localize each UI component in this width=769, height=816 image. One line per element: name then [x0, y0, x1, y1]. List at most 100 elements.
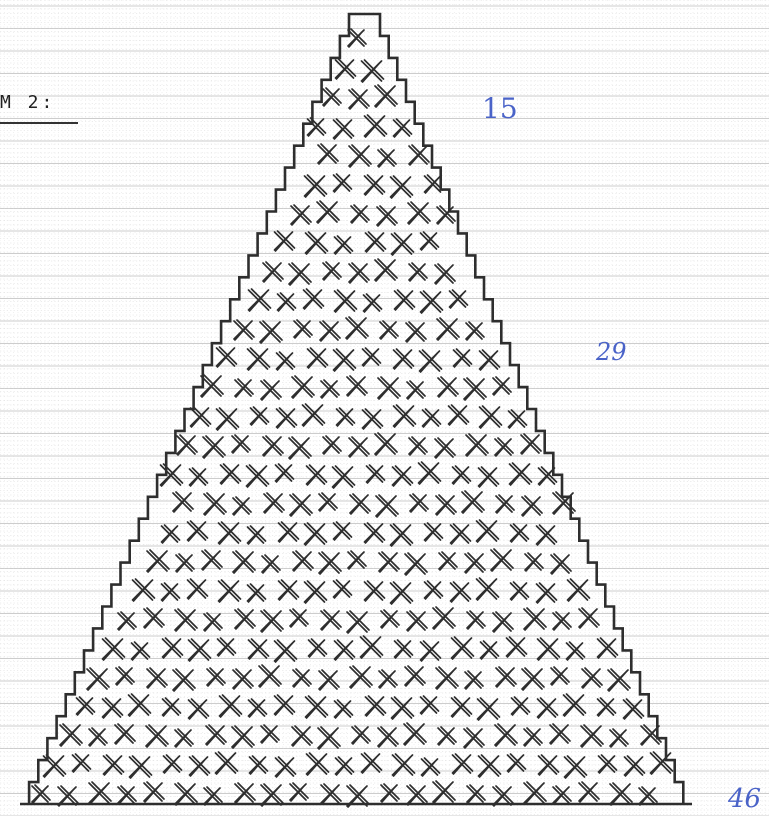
cross-stitch — [379, 670, 397, 688]
cross-stitch — [319, 670, 339, 690]
cross-stitch — [303, 404, 325, 426]
cross-stitch — [598, 698, 616, 716]
cross-stitch — [435, 438, 455, 458]
cross-stitch — [276, 757, 296, 777]
cross-stitch — [294, 320, 312, 338]
cross-stitch — [292, 376, 314, 398]
cross-stitch — [581, 725, 603, 747]
cross-stitch — [307, 753, 329, 775]
cross-stitch — [132, 642, 150, 660]
cross-stitch — [89, 782, 111, 804]
cross-stitch — [278, 293, 296, 311]
cross-stitch — [395, 290, 415, 310]
cross-stitch — [130, 756, 152, 778]
cross-stitch — [361, 636, 383, 658]
cross-stitch — [392, 233, 414, 255]
cross-stitch — [466, 322, 484, 340]
cross-stitch — [323, 262, 341, 280]
cross-stitch — [260, 321, 282, 343]
cross-stitch — [115, 724, 135, 744]
row-count-middle: 29 — [596, 338, 627, 366]
stitch-pattern — [32, 29, 673, 807]
cross-stitch — [436, 495, 456, 515]
chart-label-underline — [0, 122, 78, 124]
cross-stitch — [290, 609, 308, 627]
cross-stitch — [405, 666, 425, 686]
cross-stitch — [449, 405, 469, 425]
cross-stitch — [305, 523, 327, 545]
cross-stitch — [491, 549, 513, 571]
cross-stitch — [352, 726, 370, 744]
cross-stitch — [103, 638, 125, 660]
cross-stitch — [248, 584, 266, 602]
cross-stitch — [512, 697, 530, 715]
row-count-bottom: 46 — [728, 784, 761, 814]
cross-stitch — [188, 579, 208, 599]
cross-stitch — [349, 437, 369, 457]
cross-stitch — [381, 610, 399, 628]
cross-stitch — [538, 698, 558, 718]
cross-stitch — [173, 492, 193, 512]
cross-stitch — [481, 641, 499, 659]
cross-stitch — [218, 638, 236, 656]
cross-stitch — [639, 787, 657, 805]
cross-stitch — [410, 494, 428, 512]
cross-stitch — [462, 491, 484, 513]
cross-stitch — [421, 641, 441, 661]
cross-stitch — [568, 579, 590, 601]
cross-stitch — [249, 699, 267, 717]
cross-stitch — [464, 378, 486, 400]
cross-stitch — [334, 580, 352, 598]
cross-stitch — [176, 554, 194, 572]
cross-stitch — [350, 666, 372, 688]
cross-stitch — [421, 696, 439, 714]
cross-stitch — [346, 317, 368, 339]
cross-stitch — [524, 782, 546, 804]
cross-stitch — [391, 582, 413, 604]
cross-stitch — [438, 727, 456, 745]
cross-stitch — [421, 291, 443, 313]
cross-stitch — [550, 724, 570, 744]
cross-stitch — [319, 552, 341, 574]
cross-stitch — [465, 553, 485, 573]
cross-stitch — [221, 464, 241, 484]
cross-stitch — [524, 608, 546, 630]
cross-stitch — [147, 668, 167, 688]
cross-stitch — [319, 493, 337, 511]
cross-stitch — [409, 263, 427, 281]
cross-stitch — [366, 696, 386, 716]
cross-stitch — [379, 552, 399, 572]
cross-stitch — [291, 205, 311, 225]
cross-stitch — [317, 201, 339, 223]
cross-stitch — [279, 580, 299, 600]
cross-stitch — [248, 348, 270, 370]
cross-stitch — [423, 409, 441, 427]
cross-stitch — [175, 783, 197, 805]
cross-stitch — [336, 757, 354, 775]
cross-stitch — [144, 608, 164, 628]
cross-stitch — [204, 493, 226, 515]
cross-stitch — [376, 495, 398, 517]
cross-stitch — [451, 524, 471, 544]
cross-stitch — [610, 783, 632, 805]
cross-stitch — [308, 118, 326, 136]
cross-stitch — [334, 522, 352, 540]
cross-stitch — [551, 554, 571, 574]
cross-stitch — [203, 436, 225, 458]
cross-stitch — [164, 755, 182, 773]
cross-stitch — [318, 144, 338, 164]
cross-stitch — [204, 613, 222, 631]
cross-stitch — [391, 176, 413, 198]
cross-stitch — [201, 375, 223, 397]
cross-stitch — [565, 756, 587, 778]
cross-stitch — [394, 405, 416, 427]
cross-stitch — [234, 320, 254, 340]
cross-stitch — [478, 698, 500, 720]
triangle-outline — [20, 14, 692, 804]
cross-stitch — [233, 551, 255, 573]
cross-stitch — [293, 551, 313, 571]
cross-stitch — [190, 756, 210, 776]
cross-stitch — [378, 727, 398, 747]
cross-stitch — [496, 495, 514, 513]
cross-stitch — [538, 638, 560, 660]
